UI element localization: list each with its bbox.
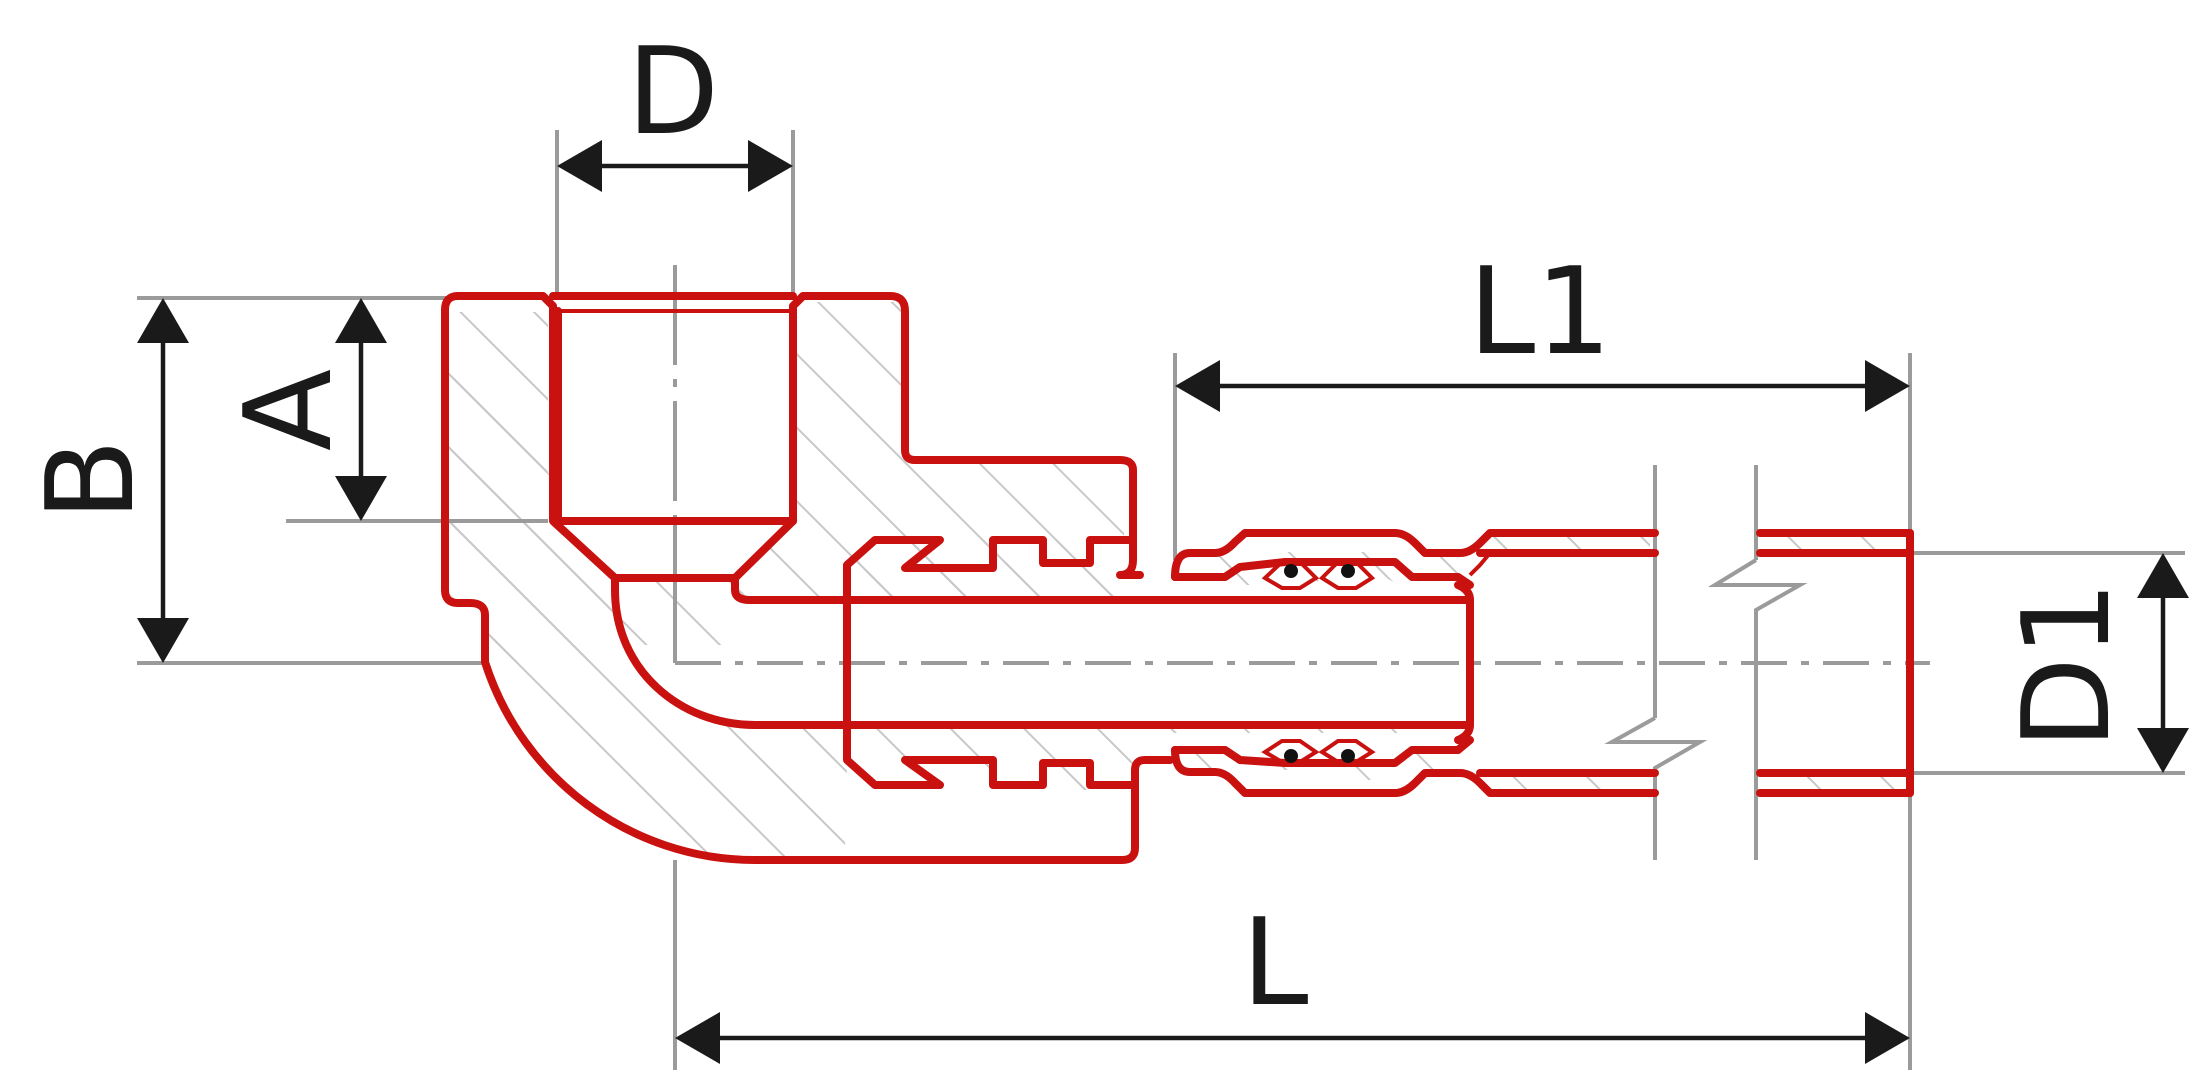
pipe-break-marks [1604, 465, 1808, 860]
dimension-D1: D1 [1998, 553, 2189, 773]
dimension-L: L [675, 894, 1910, 1064]
extension-lines [137, 130, 2185, 1070]
dimension-A: A [220, 298, 387, 521]
dimension-L1: L1 [1175, 243, 1910, 412]
label-B: B [22, 439, 161, 521]
dimension-B: B [22, 298, 189, 663]
fitting-outline [441, 292, 1914, 864]
label-L1: L1 [1468, 243, 1611, 382]
label-D1: D1 [1998, 581, 2137, 750]
dimension-D: D [557, 23, 793, 192]
label-D: D [627, 23, 719, 162]
center-lines [673, 265, 1930, 665]
label-A: A [220, 369, 359, 451]
label-L: L [1242, 894, 1309, 1033]
